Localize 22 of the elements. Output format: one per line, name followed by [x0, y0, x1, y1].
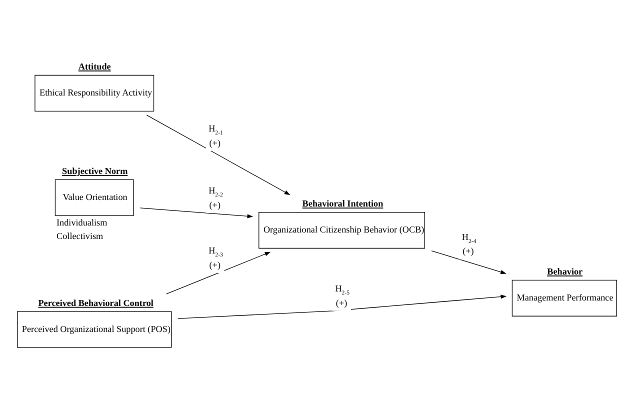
edge-label: H$_{2-5}$ (+) [335, 282, 350, 308]
node-label: Behavioral Intention [302, 198, 384, 208]
edge-label: H$_{2-1}$ (+) [208, 123, 223, 148]
node-label: Behavior [547, 266, 583, 276]
edge-label: H$_{2-2}$ (+) [208, 185, 223, 210]
node-box: Value Orientation [54, 178, 134, 216]
node-box: Management Performance [512, 279, 617, 316]
edge-label: H$_{2-3}$ (+) [208, 245, 223, 270]
node-label: Perceived Behavioral Control [38, 297, 154, 308]
node-label: Collectivism [56, 230, 104, 241]
arrow [166, 251, 271, 294]
arrow [140, 207, 254, 218]
node-box: Ethical Responsibility Activity [34, 74, 154, 111]
node-box: Organizational Citizenship Behavior (OCB) [258, 212, 426, 248]
node-box: Perceived Organizational Support (POS) [17, 310, 172, 348]
arrow [431, 250, 506, 274]
node-label: Subjective Norm [62, 165, 128, 176]
node-label: Attitude [78, 60, 111, 71]
edge-label: H$_{2-4}$ (+) [462, 231, 476, 256]
node-label: Individualism [56, 217, 108, 228]
arrow [146, 114, 290, 195]
arrow [178, 294, 507, 318]
